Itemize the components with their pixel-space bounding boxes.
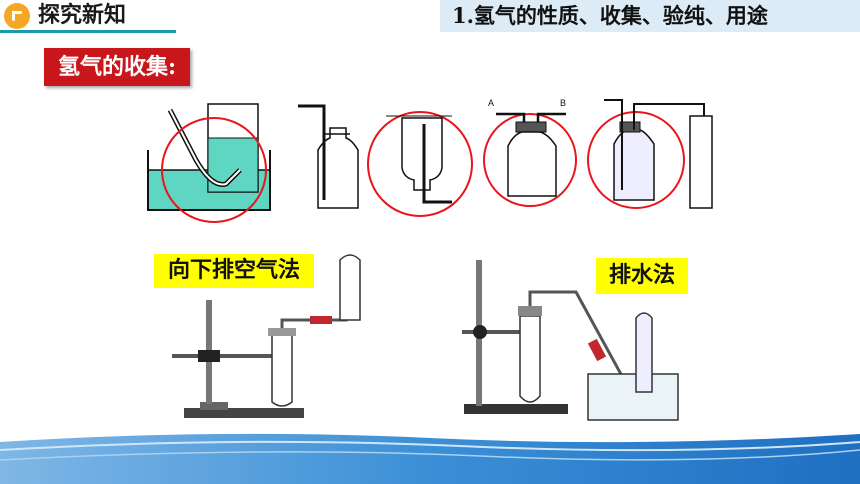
section-title: 探究新知: [38, 3, 127, 28]
header-underline: [0, 30, 176, 33]
inlet-label-b: B: [560, 98, 567, 108]
water-displacement-apparatus: [462, 260, 679, 421]
downward-air-apparatus: [172, 254, 361, 418]
footer-wave-decoration: [0, 433, 860, 484]
water-displacement-method-label: 排水法: [596, 258, 688, 294]
inverted-bottle-figure: [367, 111, 473, 217]
topic-bar: [440, 0, 860, 32]
bottle-cylinder-figure: [587, 99, 713, 209]
gas-bottle-figure: [298, 104, 359, 209]
chevron-badge-icon: [4, 3, 30, 29]
collection-label: 氢气的收集:: [44, 48, 190, 86]
water-trough-figure: [147, 103, 271, 223]
topic-title: 1.氢气的性质、收集、验纯、用途: [452, 3, 768, 28]
inlet-label-a: A: [488, 98, 495, 108]
ab-bottle-figure: [483, 112, 577, 207]
downward-air-method-label: 向下排空气法: [154, 254, 314, 288]
